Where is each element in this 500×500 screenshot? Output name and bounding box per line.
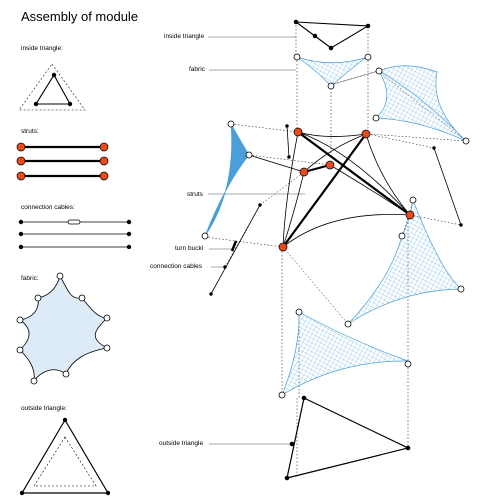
callout-outside-triangle: outside triangle [159, 440, 204, 447]
cable-endpoints [209, 124, 463, 296]
legend-label-connection-cables: connection cables: [21, 204, 75, 211]
inside-triangle-dashed-outline [18, 63, 86, 111]
strut-joints [278, 127, 415, 252]
callout-struts: struts [187, 191, 203, 198]
legend-inside-triangle [18, 63, 86, 111]
outside-triangle-shape [20, 418, 110, 494]
assembly-struts [282, 131, 411, 248]
legend-outside-triangle [19, 417, 111, 496]
assembly-outside-triangle [284, 395, 411, 481]
fabric-upper-right [375, 65, 467, 142]
callout-inside-triangle: inside triangle [164, 33, 205, 40]
fabric-left-sliver [204, 123, 250, 237]
legend-label-outside-triangle: outside triangle: [21, 405, 67, 412]
fabric-lower [281, 311, 409, 396]
assembly-inside-triangle [293, 19, 371, 51]
legend-label-inside-triangle: inside triangle: [21, 45, 63, 52]
turn-buckle-icon [67, 219, 81, 225]
fabric-right-large [347, 198, 462, 325]
legend-fabric [16, 272, 111, 385]
callout-leaders [208, 36, 305, 445]
legend-label-struts: struts: [21, 128, 39, 135]
callout-turn-buckle: turn buckl [175, 245, 204, 252]
turn-buckle [230, 240, 238, 252]
callout-connection-cables: connection cables [150, 263, 203, 270]
fabric-sheet [18, 274, 109, 382]
inside-triangle-shape [35, 73, 71, 105]
callout-fabric: fabric [189, 66, 205, 73]
outside-triangle-dashed-outline [33, 436, 97, 487]
legend-label-fabric: fabric: [21, 275, 39, 282]
page-title: Assembly of module [21, 9, 139, 24]
fabric-nodes [201, 53, 470, 399]
legend-struts [16, 142, 109, 181]
legend-connection-cables [18, 219, 132, 250]
fabric-top-small [296, 56, 366, 87]
